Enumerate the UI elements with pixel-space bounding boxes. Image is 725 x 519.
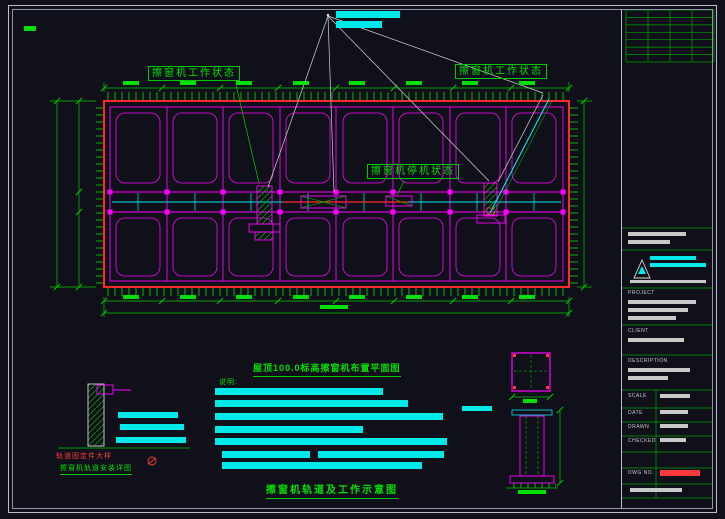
cyan-text-bar bbox=[222, 462, 422, 469]
green-text-bar bbox=[180, 81, 196, 85]
titleblock-description-label: DESCRIPTION bbox=[628, 358, 668, 364]
titleblock-project-label: PROJECT bbox=[628, 290, 655, 296]
green-text-bar bbox=[236, 295, 252, 299]
plan-rooms bbox=[115, 112, 557, 277]
white-text-bar bbox=[630, 280, 706, 283]
white-text-bar bbox=[628, 240, 670, 244]
green-text-bar bbox=[123, 81, 139, 85]
diagram-title: 擦窗机轨道及工作示意图 bbox=[266, 481, 398, 499]
white-text-bar bbox=[628, 232, 686, 236]
titleblock-drawn-label: DRAWN bbox=[628, 424, 650, 430]
label-parked-state: 擦窗机停机状态 bbox=[367, 164, 459, 179]
cyan-text-bar bbox=[215, 413, 443, 420]
green-text-bar bbox=[523, 399, 537, 403]
cyan-text-bar bbox=[215, 438, 447, 445]
titleblock-dwgno-label: DWG NO. bbox=[628, 470, 654, 476]
red-text-bar bbox=[660, 470, 700, 476]
white-text-bar bbox=[660, 438, 686, 442]
green-text-bar bbox=[24, 26, 36, 31]
green-text-bar bbox=[406, 81, 422, 85]
green-text-bar bbox=[320, 305, 348, 309]
sheet-border-inner bbox=[12, 9, 713, 509]
cyan-text-bar bbox=[222, 451, 310, 458]
green-text-bar bbox=[406, 295, 422, 299]
machine-working-left bbox=[248, 185, 281, 241]
cyan-text-bar bbox=[650, 263, 706, 267]
cyan-text-bar bbox=[116, 437, 186, 443]
green-text-bar bbox=[180, 295, 196, 299]
white-text-bar bbox=[628, 368, 690, 372]
sheet-border-outer bbox=[8, 5, 717, 513]
label-work-state-right: 擦窗机工作状态 bbox=[455, 64, 547, 79]
white-text-bar bbox=[628, 316, 676, 320]
white-text-bar bbox=[628, 376, 668, 380]
titleblock-checked-label: CHECKED bbox=[628, 438, 656, 444]
cyan-text-bar bbox=[650, 256, 696, 260]
green-text-bar bbox=[462, 81, 478, 85]
titleblock-client-label: CLIENT bbox=[628, 328, 649, 334]
cyan-text-bar bbox=[215, 400, 408, 407]
level-mark-icon bbox=[147, 456, 157, 466]
green-text-bar bbox=[236, 81, 252, 85]
green-text-bar bbox=[518, 490, 546, 494]
cyan-text-bar bbox=[215, 426, 363, 433]
plan-dimensions bbox=[50, 82, 592, 317]
machine-track-carriage bbox=[300, 195, 347, 209]
leader-lines bbox=[235, 13, 544, 196]
plan-tick-strips bbox=[96, 92, 578, 296]
cyan-text-bar bbox=[120, 424, 184, 430]
cyan-text-bar bbox=[318, 451, 444, 458]
green-text-bar bbox=[293, 295, 309, 299]
cyan-text-bar bbox=[118, 412, 178, 418]
plan-title: 屋顶100.0标高擦窗机布置平面图 bbox=[253, 361, 401, 377]
white-text-bar bbox=[628, 338, 684, 342]
plan-columns bbox=[107, 189, 566, 215]
titleblock-scale-label: SCALE bbox=[628, 393, 647, 399]
green-text-bar bbox=[349, 81, 365, 85]
machine-parked bbox=[385, 195, 413, 207]
white-text-bar bbox=[628, 308, 688, 312]
green-text-bar bbox=[293, 81, 309, 85]
label-work-state-left: 擦窗机工作状态 bbox=[148, 66, 240, 81]
green-text-bar bbox=[462, 295, 478, 299]
green-text-bar bbox=[349, 295, 365, 299]
white-text-bar bbox=[630, 488, 682, 492]
detail-left-red-label: 轨道固定件大样 bbox=[56, 453, 112, 460]
machine-working-right bbox=[476, 98, 553, 224]
crane-rail bbox=[103, 100, 570, 288]
green-text-bar bbox=[123, 295, 139, 299]
detail-right bbox=[506, 352, 564, 489]
detail-left-green-label: 擦窗机轨道安装详图 bbox=[60, 463, 132, 475]
titleblock-date-label: DATE bbox=[628, 410, 643, 416]
cyan-text-bar bbox=[336, 11, 400, 18]
green-text-bar bbox=[519, 81, 535, 85]
titleblock-divider bbox=[621, 9, 622, 509]
detail-left bbox=[58, 383, 190, 466]
cyan-text-bar bbox=[215, 388, 383, 395]
titleblock-lines bbox=[622, 9, 715, 499]
cyan-text-bar bbox=[462, 406, 492, 411]
cyan-text-bar bbox=[336, 21, 382, 28]
white-text-bar bbox=[660, 424, 688, 428]
notes-heading: 说明: bbox=[219, 379, 238, 386]
green-text-bar bbox=[519, 295, 535, 299]
window-cleaning-machines bbox=[248, 98, 553, 241]
white-text-bar bbox=[660, 394, 690, 398]
company-logo-icon bbox=[633, 258, 651, 279]
white-text-bar bbox=[660, 410, 688, 414]
white-text-bar bbox=[628, 300, 696, 304]
